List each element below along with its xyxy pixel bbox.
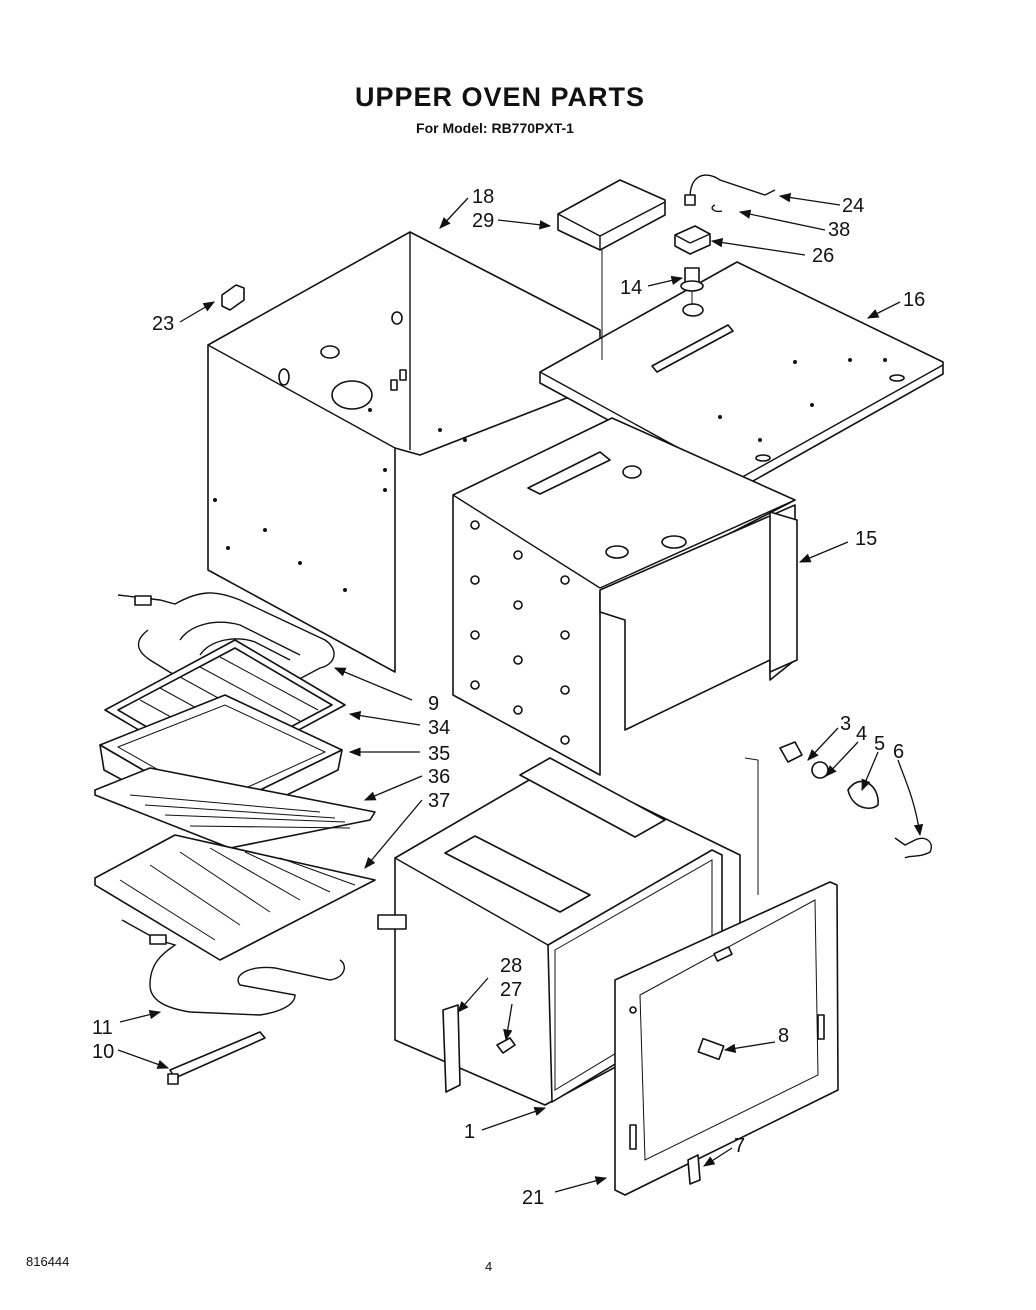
oven-rack-lower	[94, 834, 376, 961]
callout-7: 7	[734, 1135, 745, 1157]
door-parts	[687, 1037, 725, 1185]
callout-9: 9	[428, 693, 439, 715]
broil-element	[117, 592, 335, 706]
oven-rack-upper	[94, 767, 376, 849]
callout-35: 36	[428, 766, 450, 788]
back-side-panel	[207, 231, 601, 673]
front-frame	[614, 881, 839, 1196]
callout-6: 6	[893, 741, 904, 763]
page-number: 4	[485, 1259, 493, 1274]
callout-labels: 18 29 24 38 26 14 16 23 15 9 34 35 36 37…	[92, 186, 925, 1209]
callout-10: 10	[92, 1041, 114, 1063]
callout-28: 27	[500, 979, 522, 1001]
callout-3: 3	[840, 713, 851, 735]
control-box	[557, 179, 666, 360]
callout-11: 11	[92, 1017, 113, 1039]
callout-21: 23	[152, 313, 174, 335]
page-title: UPPER OVEN PARTS	[354, 82, 646, 112]
callout-37: 35	[428, 743, 450, 765]
model-subtitle: For Model: RB770PXT-1	[416, 120, 574, 136]
bracket-21	[221, 284, 245, 311]
callout-29: 28	[500, 955, 522, 977]
thermostat-parts	[674, 174, 776, 305]
bake-element	[121, 919, 346, 1016]
callout-26: 21	[522, 1187, 544, 1209]
leader-lines	[117, 192, 924, 1193]
element-bracket	[167, 1031, 266, 1085]
callout-24: 26	[812, 245, 834, 267]
callout-15: 15	[855, 528, 877, 550]
callout-34: 37	[428, 790, 450, 812]
callout-23: 24	[842, 195, 864, 217]
callout-16: 16	[903, 289, 925, 311]
callout-36: 34	[428, 717, 450, 739]
document-number: 816444	[26, 1254, 70, 1269]
callout-38: 38	[828, 219, 850, 241]
callout-5: 5	[874, 733, 885, 755]
callout-8: 8	[778, 1025, 789, 1047]
callout-1: 1	[464, 1121, 475, 1143]
callout-18: 18	[472, 186, 494, 208]
callout-14: 14	[620, 277, 642, 299]
callout-4: 4	[856, 723, 867, 745]
light-assembly	[744, 741, 932, 895]
callout-27: 29	[472, 210, 494, 232]
oven-frame	[452, 417, 798, 776]
